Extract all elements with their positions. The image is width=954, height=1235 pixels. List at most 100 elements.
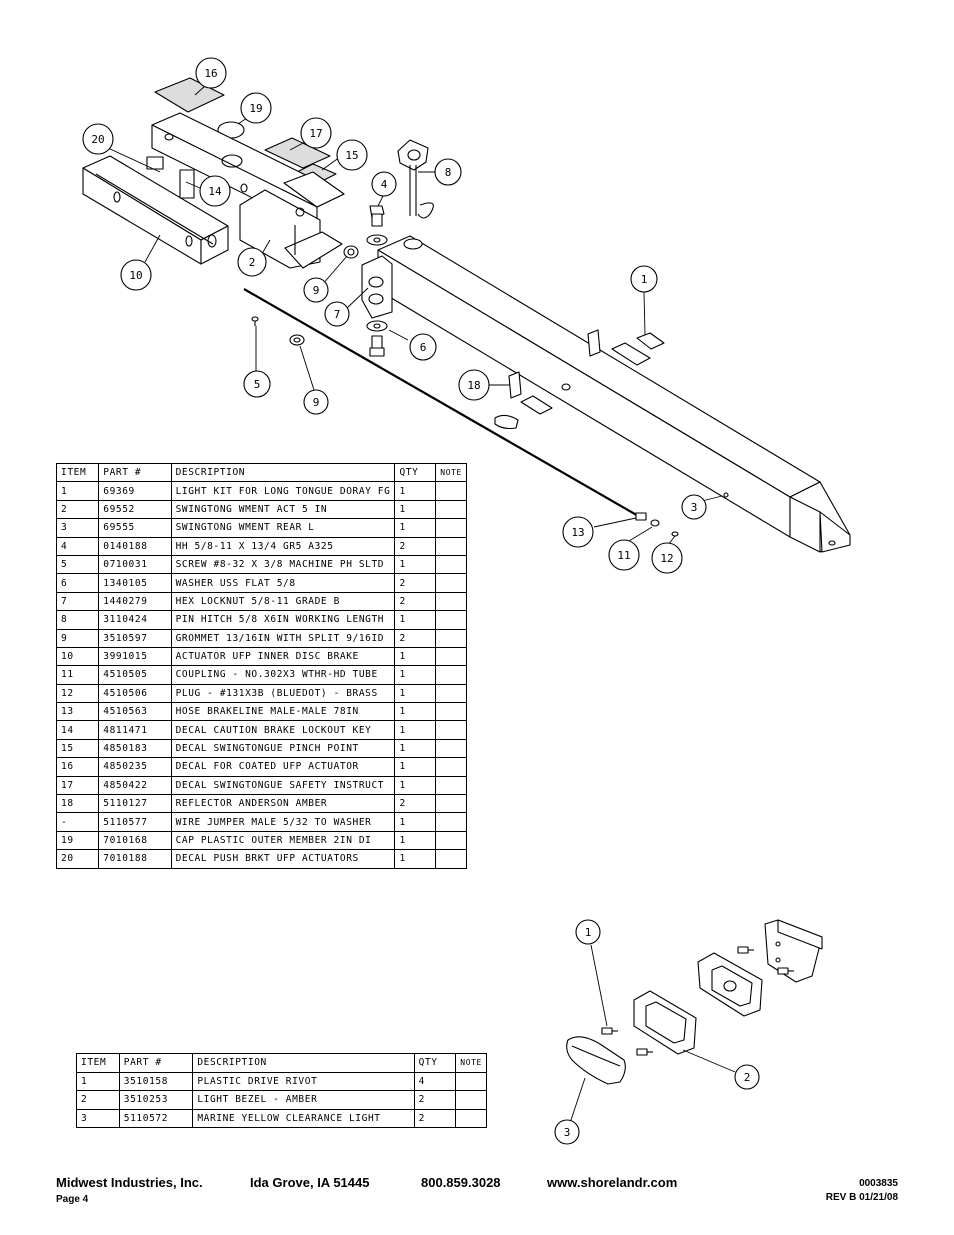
cell-qty: 4 <box>413 1071 457 1091</box>
cell-item: 2 <box>76 1090 120 1110</box>
col-item: ITEM <box>76 1053 120 1073</box>
col-description: DESCRIPTION <box>192 1053 415 1073</box>
callout-4: 4 <box>371 171 397 197</box>
cell-qty: 2 <box>394 591 437 612</box>
cell-description: DECAL SWINGTONGUE PINCH POINT <box>170 738 396 759</box>
cell-qty: 1 <box>394 775 437 796</box>
cell-item: 15 <box>55 738 100 759</box>
callout-8: 8 <box>434 158 462 186</box>
cell-item: 10 <box>55 646 100 667</box>
cell-item: 20 <box>55 849 100 869</box>
cell-qty: 1 <box>394 554 437 575</box>
cell-description: LIGHT BEZEL - AMBER <box>192 1090 415 1110</box>
cell-qty: 1 <box>394 481 437 501</box>
cell-qty: 1 <box>394 720 437 740</box>
cell-description: HH 5/8-11 X 13/4 GR5 A325 <box>170 536 396 556</box>
footer-company: Midwest Industries, Inc. <box>56 1175 203 1190</box>
cell-qty: 1 <box>394 646 437 667</box>
cell-item: 8 <box>55 610 100 630</box>
cell-description: DECAL PUSH BRKT UFP ACTUATORS <box>170 849 396 869</box>
footer-website[interactable]: www.shorelandr.com <box>547 1175 678 1190</box>
cell-description: HEX LOCKNUT 5/8-11 GRADE B <box>170 591 396 612</box>
col-item: ITEM <box>55 462 100 483</box>
footer-city: Ida Grove, IA 51445 <box>250 1175 370 1190</box>
table-header-row: ITEM PART # DESCRIPTION QTY NOTE <box>76 1053 487 1073</box>
callout-11: 11 <box>608 539 640 571</box>
svg-text:17: 17 <box>309 127 322 140</box>
cell-qty: 1 <box>394 738 437 759</box>
cell-note <box>435 554 467 575</box>
cell-note <box>435 849 467 869</box>
cell-qty: 1 <box>394 683 437 704</box>
cell-qty: 1 <box>394 830 437 851</box>
cell-item: 1 <box>76 1071 120 1091</box>
cell-part: 5110577 <box>98 812 172 832</box>
cell-qty: 1 <box>394 665 437 685</box>
svg-text:18: 18 <box>467 379 480 392</box>
light-detail-leaders <box>570 944 736 1121</box>
cell-note <box>435 775 467 796</box>
table-header-row: ITEM PART # DESCRIPTION QTY NOTE <box>55 462 467 483</box>
cell-part: 7010168 <box>98 830 172 851</box>
col-part: PART # <box>118 1053 194 1073</box>
cell-part: 4510563 <box>98 702 172 722</box>
cell-part: 69369 <box>98 481 172 501</box>
cell-qty: 1 <box>394 610 437 630</box>
col-part: PART # <box>98 462 172 483</box>
cell-item: 7 <box>55 591 100 612</box>
svg-text:1: 1 <box>585 926 592 939</box>
svg-text:3: 3 <box>564 1126 571 1139</box>
cell-qty: 2 <box>413 1108 457 1128</box>
cell-item: - <box>55 812 100 832</box>
svg-text:5: 5 <box>254 378 261 391</box>
svg-text:8: 8 <box>445 166 452 179</box>
cell-qty: 2 <box>394 628 437 648</box>
cell-item: 3 <box>55 518 100 538</box>
footer-doc-number: 0003835 <box>859 1178 898 1189</box>
cell-part: 1440279 <box>98 591 172 612</box>
callout-18: 18 <box>458 369 490 401</box>
cell-part: 3510597 <box>98 628 172 648</box>
cell-qty: 1 <box>394 518 437 538</box>
footer-revision: REV B 01/21/08 <box>825 1192 898 1203</box>
cell-item: 13 <box>55 702 100 722</box>
cell-item: 14 <box>55 720 100 740</box>
cell-item: 9 <box>55 628 100 648</box>
svg-text:13: 13 <box>571 526 584 539</box>
callout-2: 2 <box>237 247 267 277</box>
svg-text:11: 11 <box>617 549 630 562</box>
cell-part: 4510506 <box>98 683 172 704</box>
callout-10: 10 <box>120 259 152 291</box>
grommet-9-upper <box>343 245 359 259</box>
cell-item: 17 <box>55 775 100 796</box>
svg-text:7: 7 <box>334 308 341 321</box>
cell-qty: 2 <box>394 573 437 593</box>
cell-part: 69555 <box>98 518 172 538</box>
cell-description: REFLECTOR ANDERSON AMBER <box>170 794 396 814</box>
cell-part: 5110127 <box>98 794 172 814</box>
cell-item: 16 <box>55 757 100 777</box>
swingtongue-weldment-2 <box>146 112 345 269</box>
cell-qty: 2 <box>413 1090 457 1110</box>
callout-5: 5 <box>243 370 271 398</box>
cell-qty: 2 <box>394 536 437 556</box>
cell-note <box>435 518 467 538</box>
cell-note <box>435 499 467 520</box>
svg-text:19: 19 <box>249 102 262 115</box>
svg-text:9: 9 <box>313 284 320 297</box>
cell-description: PLUG - #131X3B (BLUEDOT) - BRASS <box>170 683 396 704</box>
detail-callout-3: 3 <box>554 1119 580 1145</box>
callout-16: 16 <box>195 57 227 89</box>
cell-item: 3 <box>76 1108 120 1128</box>
cell-note <box>435 610 467 630</box>
col-note: NOTE <box>455 1053 487 1073</box>
